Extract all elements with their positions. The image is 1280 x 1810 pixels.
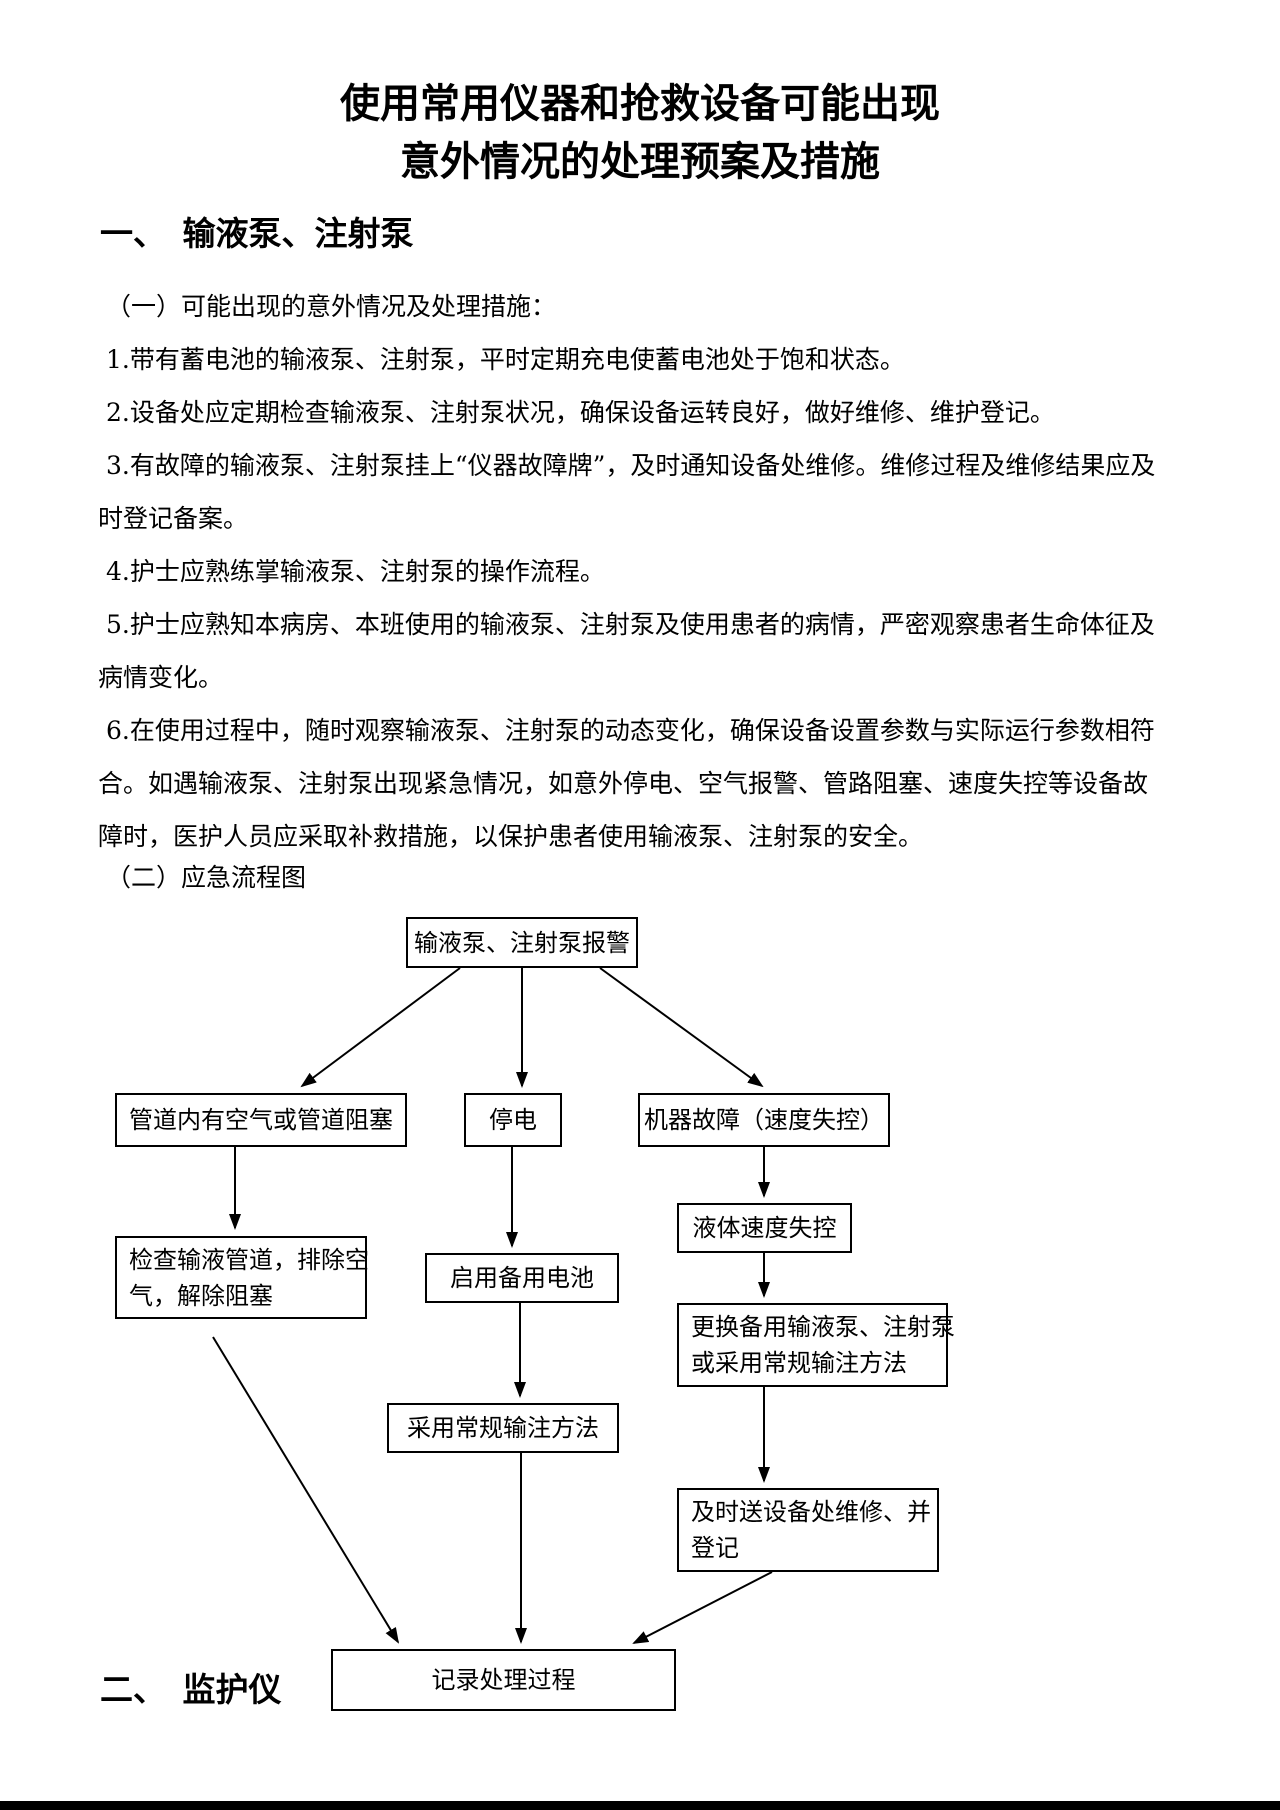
flow-box-label: 更换备用输液泵、注射泵: [691, 1313, 955, 1341]
flow-box-label: 液体速度失控: [692, 1214, 837, 1242]
body-line: 合。如遇输液泵、注射泵出现紧急情况，如意外停电、空气报警、管路阻塞、速度失控等设…: [98, 769, 1149, 798]
flow-box-label: 检查输液管道，排除空: [129, 1245, 369, 1274]
flow-box-label: 启用备用电池: [450, 1264, 594, 1292]
flow-box-replace-pump: 更换备用输液泵、注射泵 或采用常规输注方法: [677, 1303, 955, 1387]
arrow-check-to-record: [212, 1336, 400, 1644]
flow-box-alarm: 输液泵、注射泵报警: [406, 917, 638, 968]
flow-box-label: 记录处理过程: [431, 1666, 576, 1694]
body-line: 4.护士应熟练掌输液泵、注射泵的操作流程。: [106, 557, 605, 586]
flow-box-label: 登记: [691, 1534, 739, 1562]
flow-box-speed-loss: 液体速度失控: [677, 1203, 852, 1253]
flow-box-label: 管道内有空气或管道阻塞: [129, 1106, 393, 1134]
body-line: （一）可能出现的意外情况及处理措施：: [106, 292, 557, 321]
flow-box-send-repair: 及时送设备处维修、并 登记: [677, 1488, 939, 1572]
flow-box-normal-infusion: 采用常规输注方法: [387, 1403, 619, 1453]
body-line: 时登记备案。: [98, 504, 249, 533]
body-line: 病情变化。: [98, 663, 224, 692]
document-title-line2: 意外情况的处理预案及措施: [400, 138, 880, 185]
body-line: 6.在使用过程中，随时观察输液泵、注射泵的动态变化，确保设备设置参数与实际运行参…: [106, 716, 1155, 745]
flow-box-power-outage: 停电: [464, 1093, 562, 1147]
flow-box-label: 停电: [489, 1106, 537, 1134]
body-line: 5.护士应熟知本病房、本班使用的输液泵、注射泵及使用患者的病情，严密观察患者生命…: [106, 610, 1155, 639]
section2-heading: 二、 监护仪: [100, 1670, 282, 1709]
flow-box-check-pipe: 检查输液管道，排除空 气，解除阻塞: [115, 1236, 369, 1319]
flow-box-label: 气，解除阻塞: [129, 1281, 273, 1310]
body-line: 1.带有蓄电池的输液泵、注射泵，平时定期充电使蓄电池处于饱和状态。: [106, 345, 905, 374]
arrow-alarm-to-pipe: [300, 967, 461, 1088]
flow-box-record-process: 记录处理过程: [331, 1649, 676, 1711]
flow-box-pipe-blockage: 管道内有空气或管道阻塞: [115, 1093, 407, 1147]
body-line: 3.有故障的输液泵、注射泵挂上“仪器故障牌”，及时通知设备处维修。维修过程及维修…: [106, 451, 1156, 480]
flow-box-backup-battery: 启用备用电池: [425, 1253, 619, 1303]
arrow-repair-to-record: [632, 1571, 773, 1644]
flow-box-machine-fault: 机器故障（速度失控）: [638, 1093, 890, 1147]
document-title-line1: 使用常用仪器和抢救设备可能出现: [340, 80, 940, 127]
body-line: 障时，医护人员应采取补救措施，以保护患者使用输液泵、注射泵的安全。: [98, 822, 924, 851]
flow-box-label: 输液泵、注射泵报警: [414, 928, 630, 957]
arrow-alarm-to-fault: [599, 967, 764, 1088]
flow-box-label: 或采用常规输注方法: [691, 1349, 907, 1377]
flow-box-label: 及时送设备处维修、并: [691, 1498, 931, 1526]
section1-heading: 一、 输液泵、注射泵: [100, 214, 414, 253]
body-line: 2.设备处应定期检查输液泵、注射泵状况，确保设备运转良好，做好维修、维护登记。: [106, 398, 1055, 427]
body-line: （二）应急流程图: [106, 863, 307, 892]
page-bottom-edge: [0, 1801, 1280, 1810]
flow-box-label: 机器故障（速度失控）: [644, 1106, 884, 1134]
flow-box-label: 采用常规输注方法: [407, 1414, 599, 1442]
